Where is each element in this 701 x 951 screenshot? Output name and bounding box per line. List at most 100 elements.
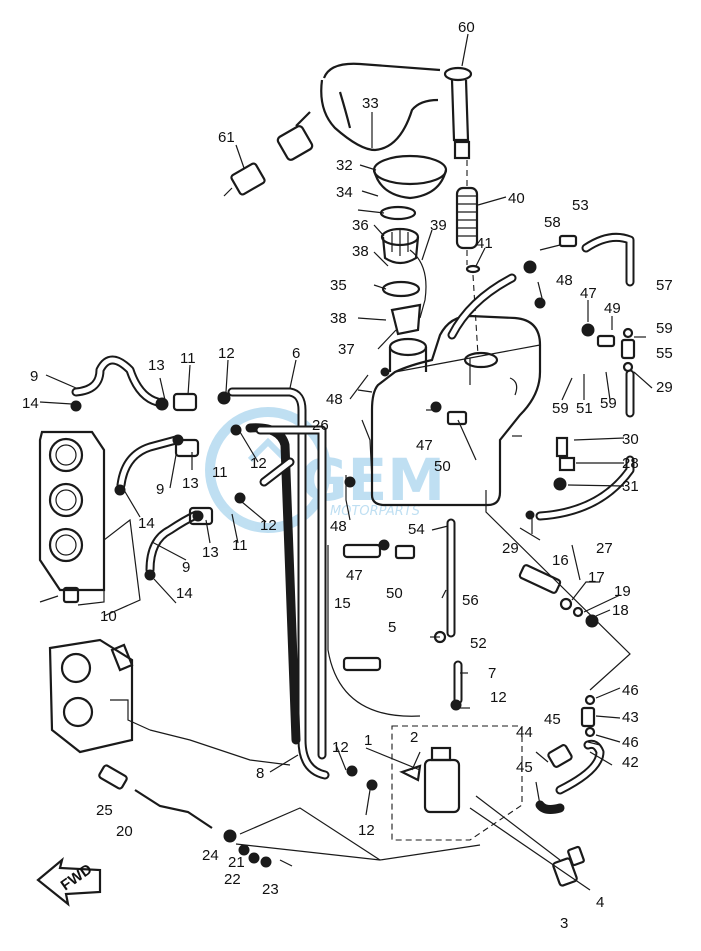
label-40: 40 bbox=[508, 190, 525, 207]
label-35: 35 bbox=[330, 277, 347, 294]
label-50: 50 bbox=[434, 458, 451, 475]
label-12: 12 bbox=[250, 455, 267, 472]
fuel-pump bbox=[391, 725, 523, 841]
label-38: 38 bbox=[330, 310, 347, 327]
label-27: 27 bbox=[596, 540, 613, 557]
label-60: 60 bbox=[458, 19, 475, 36]
label-56: 56 bbox=[462, 592, 479, 609]
label-28: 28 bbox=[622, 455, 639, 472]
label-26: 26 bbox=[312, 417, 329, 434]
label-15: 15 bbox=[334, 595, 351, 612]
watermark-sub: MOTORPARTS bbox=[330, 504, 420, 519]
label-20: 20 bbox=[116, 823, 133, 840]
label-45: 45 bbox=[544, 711, 561, 728]
label-9: 9 bbox=[156, 481, 164, 498]
label-31: 31 bbox=[622, 478, 639, 495]
fwd-label: FWD bbox=[58, 861, 96, 895]
label-14: 14 bbox=[138, 515, 155, 532]
label-14: 14 bbox=[22, 395, 39, 412]
label-47: 47 bbox=[580, 285, 597, 302]
label-48: 48 bbox=[556, 272, 573, 289]
label-11: 11 bbox=[232, 537, 248, 554]
label-42: 42 bbox=[622, 754, 639, 771]
label-17: 17 bbox=[588, 569, 605, 586]
label-46: 46 bbox=[622, 734, 639, 751]
label-38: 38 bbox=[352, 243, 369, 260]
label-59: 59 bbox=[600, 395, 617, 412]
label-50: 50 bbox=[386, 585, 403, 602]
label-54: 54 bbox=[408, 521, 425, 538]
fuel-hoses bbox=[71, 232, 635, 814]
label-5: 5 bbox=[388, 619, 396, 636]
label-33: 33 bbox=[362, 95, 379, 112]
label-24: 24 bbox=[202, 847, 219, 864]
label-12: 12 bbox=[260, 517, 277, 534]
label-49: 49 bbox=[604, 300, 621, 317]
label-59: 59 bbox=[656, 320, 673, 337]
label-2: 2 bbox=[410, 729, 418, 746]
label-44: 44 bbox=[516, 724, 533, 741]
label-11: 11 bbox=[180, 350, 196, 367]
oil-level-sensor-assembly bbox=[372, 154, 448, 336]
label-13: 13 bbox=[202, 544, 219, 561]
lower-fittings bbox=[39, 586, 585, 887]
label-4: 4 bbox=[596, 894, 604, 911]
label-16: 16 bbox=[552, 552, 569, 569]
label-51: 51 bbox=[576, 400, 593, 417]
label-23: 23 bbox=[262, 881, 279, 898]
oil-gauge-rod bbox=[443, 66, 481, 356]
label-11: 11 bbox=[212, 464, 228, 481]
label-25: 25 bbox=[96, 802, 113, 819]
label-43: 43 bbox=[622, 709, 639, 726]
label-12: 12 bbox=[490, 689, 507, 706]
label-10: 10 bbox=[100, 608, 117, 625]
label-13: 13 bbox=[148, 357, 165, 374]
label-29: 29 bbox=[656, 379, 673, 396]
label-41: 41 bbox=[476, 235, 493, 252]
label-8: 8 bbox=[256, 765, 264, 782]
leader-lines bbox=[39, 33, 653, 891]
label-9: 9 bbox=[182, 559, 190, 576]
label-1: 1 bbox=[364, 732, 372, 749]
label-47: 47 bbox=[416, 437, 433, 454]
label-48: 48 bbox=[326, 391, 343, 408]
label-29: 29 bbox=[502, 540, 519, 557]
label-47: 47 bbox=[346, 567, 363, 584]
callout-numbers: 60 33 61 32 34 40 36 39 58 53 41 38 48 3… bbox=[22, 19, 673, 932]
label-6: 6 bbox=[292, 345, 300, 362]
label-37: 37 bbox=[338, 341, 355, 358]
label-14: 14 bbox=[176, 585, 193, 602]
label-18: 18 bbox=[612, 602, 629, 619]
label-9: 9 bbox=[30, 368, 38, 385]
engine-block-upper bbox=[38, 430, 106, 592]
label-19: 19 bbox=[614, 583, 631, 600]
label-22: 22 bbox=[224, 871, 241, 888]
engine-block-lower bbox=[48, 638, 134, 754]
label-46: 46 bbox=[622, 682, 639, 699]
label-12: 12 bbox=[218, 345, 235, 362]
label-36: 36 bbox=[352, 217, 369, 234]
forward-direction-arrow: FWD bbox=[36, 856, 102, 907]
label-32: 32 bbox=[336, 157, 353, 174]
label-57: 57 bbox=[656, 277, 673, 294]
label-59: 59 bbox=[552, 400, 569, 417]
label-12: 12 bbox=[332, 739, 349, 756]
label-34: 34 bbox=[336, 184, 353, 201]
label-48: 48 bbox=[330, 518, 347, 535]
oil-tank bbox=[370, 314, 542, 507]
label-58: 58 bbox=[544, 214, 561, 231]
label-21: 21 bbox=[228, 854, 245, 871]
label-3: 3 bbox=[560, 915, 568, 932]
label-55: 55 bbox=[656, 345, 673, 362]
label-61: 61 bbox=[218, 129, 235, 146]
label-45: 45 bbox=[516, 759, 533, 776]
wiring-harness bbox=[223, 62, 441, 197]
label-53: 53 bbox=[572, 197, 589, 214]
label-39: 39 bbox=[430, 217, 447, 234]
label-30: 30 bbox=[622, 431, 639, 448]
label-7: 7 bbox=[488, 665, 496, 682]
label-12: 12 bbox=[358, 822, 375, 839]
label-13: 13 bbox=[182, 475, 199, 492]
label-52: 52 bbox=[470, 635, 487, 652]
